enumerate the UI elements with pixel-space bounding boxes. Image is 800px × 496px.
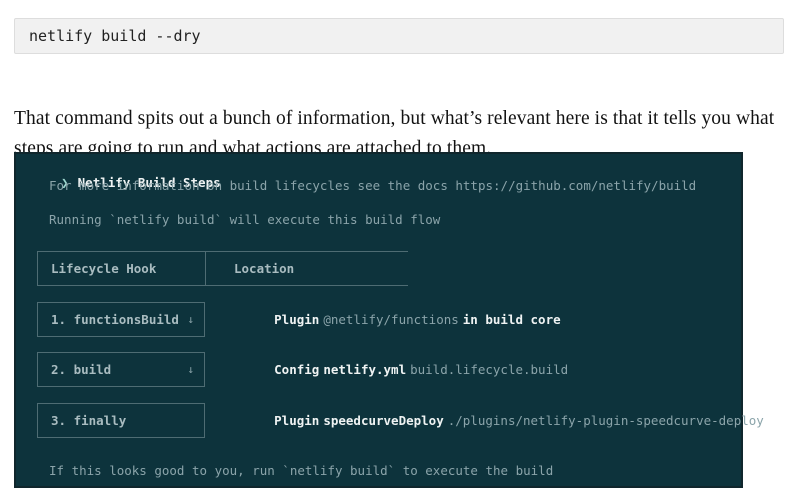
hook-box-build: 2. build ↓ — [37, 352, 205, 387]
arrow-down-icon: ↓ — [187, 363, 194, 376]
hook-box-finally: 3. finally — [37, 403, 205, 438]
location-detail: in build core — [462, 312, 561, 327]
terminal-window: ❯ Netlify Build Steps For more informatio… — [14, 152, 764, 488]
table-header-row: Lifecycle Hook Location — [37, 251, 408, 286]
prompt-chevron-icon: ❯ — [61, 175, 69, 190]
arrow-down-icon: ↓ — [187, 313, 194, 326]
hook-label: 3. finally — [51, 413, 127, 428]
location-detail: build.lifecycle.build — [410, 362, 569, 377]
code-block-text: netlify build --dry — [29, 27, 201, 45]
terminal-running-line: Running `netlify build` will execute thi… — [49, 212, 441, 227]
hook-label: 1. functionsBuild — [51, 312, 179, 327]
hook-box-functions-build: 1. functionsBuild ↓ — [37, 302, 205, 337]
terminal-info-line: For more information on build lifecycles… — [49, 178, 697, 193]
location-detail: ./plugins/netlify-plugin-speedcurve-depl… — [447, 413, 764, 428]
table-header-location: Location — [234, 261, 295, 276]
table-row: 1. functionsBuild ↓ Plugin@netlify/funct… — [37, 302, 565, 337]
hook-label: 2. build — [51, 362, 112, 377]
terminal-title: Netlify Build Steps — [77, 175, 221, 190]
code-block: netlify build --dry — [14, 18, 784, 54]
location-config-file: netlify.yml — [323, 362, 407, 377]
location-source-type: Plugin — [274, 413, 320, 428]
location-source-type: Plugin — [274, 312, 320, 327]
terminal-title-line: ❯ Netlify Build Steps — [31, 160, 221, 205]
location-plugin-name: @netlify/functions — [323, 312, 459, 327]
location-source-type: Config — [274, 362, 320, 377]
table-header-lifecycle-hook: Lifecycle Hook — [38, 252, 206, 285]
location-plugin-name: speedcurveDeploy — [323, 413, 444, 428]
terminal-footer-line: If this looks good to you, run `netlify … — [49, 463, 554, 478]
